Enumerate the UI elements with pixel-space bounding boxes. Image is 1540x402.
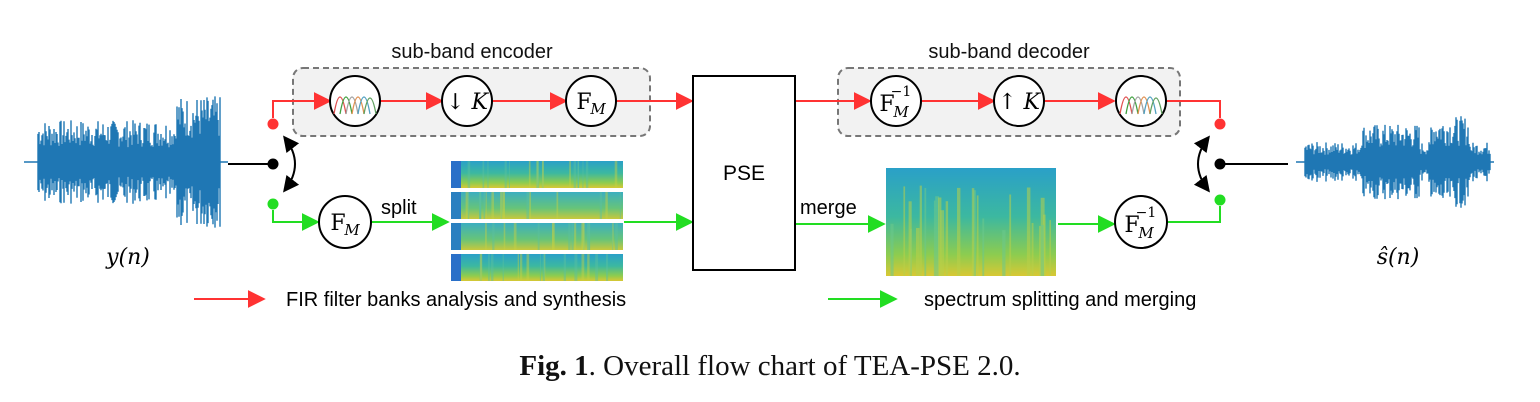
merged-spectrogram bbox=[886, 168, 1056, 276]
figure-caption: Fig. 1. Overall flow chart of TEA-PSE 2.… bbox=[0, 350, 1540, 383]
spectrogram-band-4 bbox=[451, 254, 623, 281]
filterbank-icon bbox=[1119, 96, 1163, 115]
analysis-filterbank-node bbox=[329, 75, 381, 127]
fm-inv-sup: −1 bbox=[891, 84, 912, 100]
decoder-title: sub-band decoder bbox=[928, 41, 1090, 63]
legend-green: spectrum splitting and merging bbox=[828, 289, 1196, 311]
upsample-label: ↑ K bbox=[998, 90, 1041, 115]
pse-block: PSE bbox=[692, 75, 796, 271]
spectrogram-band-3 bbox=[451, 223, 623, 250]
fm-base: F bbox=[576, 90, 591, 115]
fm-transform-node-split: F M bbox=[318, 195, 372, 249]
output-waveform bbox=[1296, 116, 1494, 208]
filterbank-icon bbox=[333, 96, 377, 115]
fm-inv-base: F bbox=[879, 92, 894, 117]
fm-merge-sub: M bbox=[1137, 224, 1154, 242]
legend-red: FIR filter banks analysis and synthesis bbox=[194, 289, 626, 311]
input-signal-label: y(n) bbox=[105, 245, 150, 270]
split-label: split bbox=[381, 197, 417, 219]
output-switch bbox=[1193, 118, 1288, 206]
fm-inverse-node-merge: F −1 M bbox=[1114, 195, 1168, 249]
legend-green-label: spectrum splitting and merging bbox=[924, 289, 1196, 311]
spectrogram-band-1 bbox=[451, 161, 623, 188]
encoder-title: sub-band encoder bbox=[391, 41, 553, 63]
fm-split-base: F bbox=[330, 211, 345, 236]
downsample-label: ↓ K bbox=[446, 90, 489, 115]
fm-split-sub: M bbox=[343, 221, 360, 239]
fm-sub: M bbox=[589, 100, 606, 118]
spectrogram-band-2 bbox=[451, 192, 623, 219]
input-switch bbox=[228, 118, 300, 210]
output-signal-label: ŝ(n) bbox=[1377, 245, 1420, 270]
red-path-encoder bbox=[272, 92, 694, 118]
synthesis-filterbank-node bbox=[1115, 75, 1167, 127]
caption-text: . Overall flow chart of TEA-PSE 2.0. bbox=[588, 350, 1021, 382]
fm-merge-base: F bbox=[1124, 213, 1139, 238]
red-path-decoder bbox=[796, 92, 1221, 118]
input-waveform bbox=[24, 96, 228, 228]
pse-label: PSE bbox=[723, 162, 765, 185]
green-path bbox=[272, 206, 1221, 233]
fm-transform-node-encoder: F M bbox=[565, 75, 617, 127]
upsample-node: ↑ K bbox=[993, 75, 1045, 127]
merge-label: merge bbox=[800, 197, 857, 219]
fm-inv-sub: M bbox=[892, 103, 909, 121]
fm-inverse-node-decoder: F −1 M bbox=[870, 75, 922, 127]
downsample-node: ↓ K bbox=[441, 75, 493, 127]
split-spectrograms bbox=[451, 161, 623, 281]
flow-chart: sub-band encoder sub-band decoder bbox=[24, 41, 1494, 311]
legend-red-label: FIR filter banks analysis and synthesis bbox=[286, 289, 626, 311]
figure-label: Fig. 1 bbox=[519, 350, 589, 382]
fm-merge-sup: −1 bbox=[1136, 205, 1157, 221]
